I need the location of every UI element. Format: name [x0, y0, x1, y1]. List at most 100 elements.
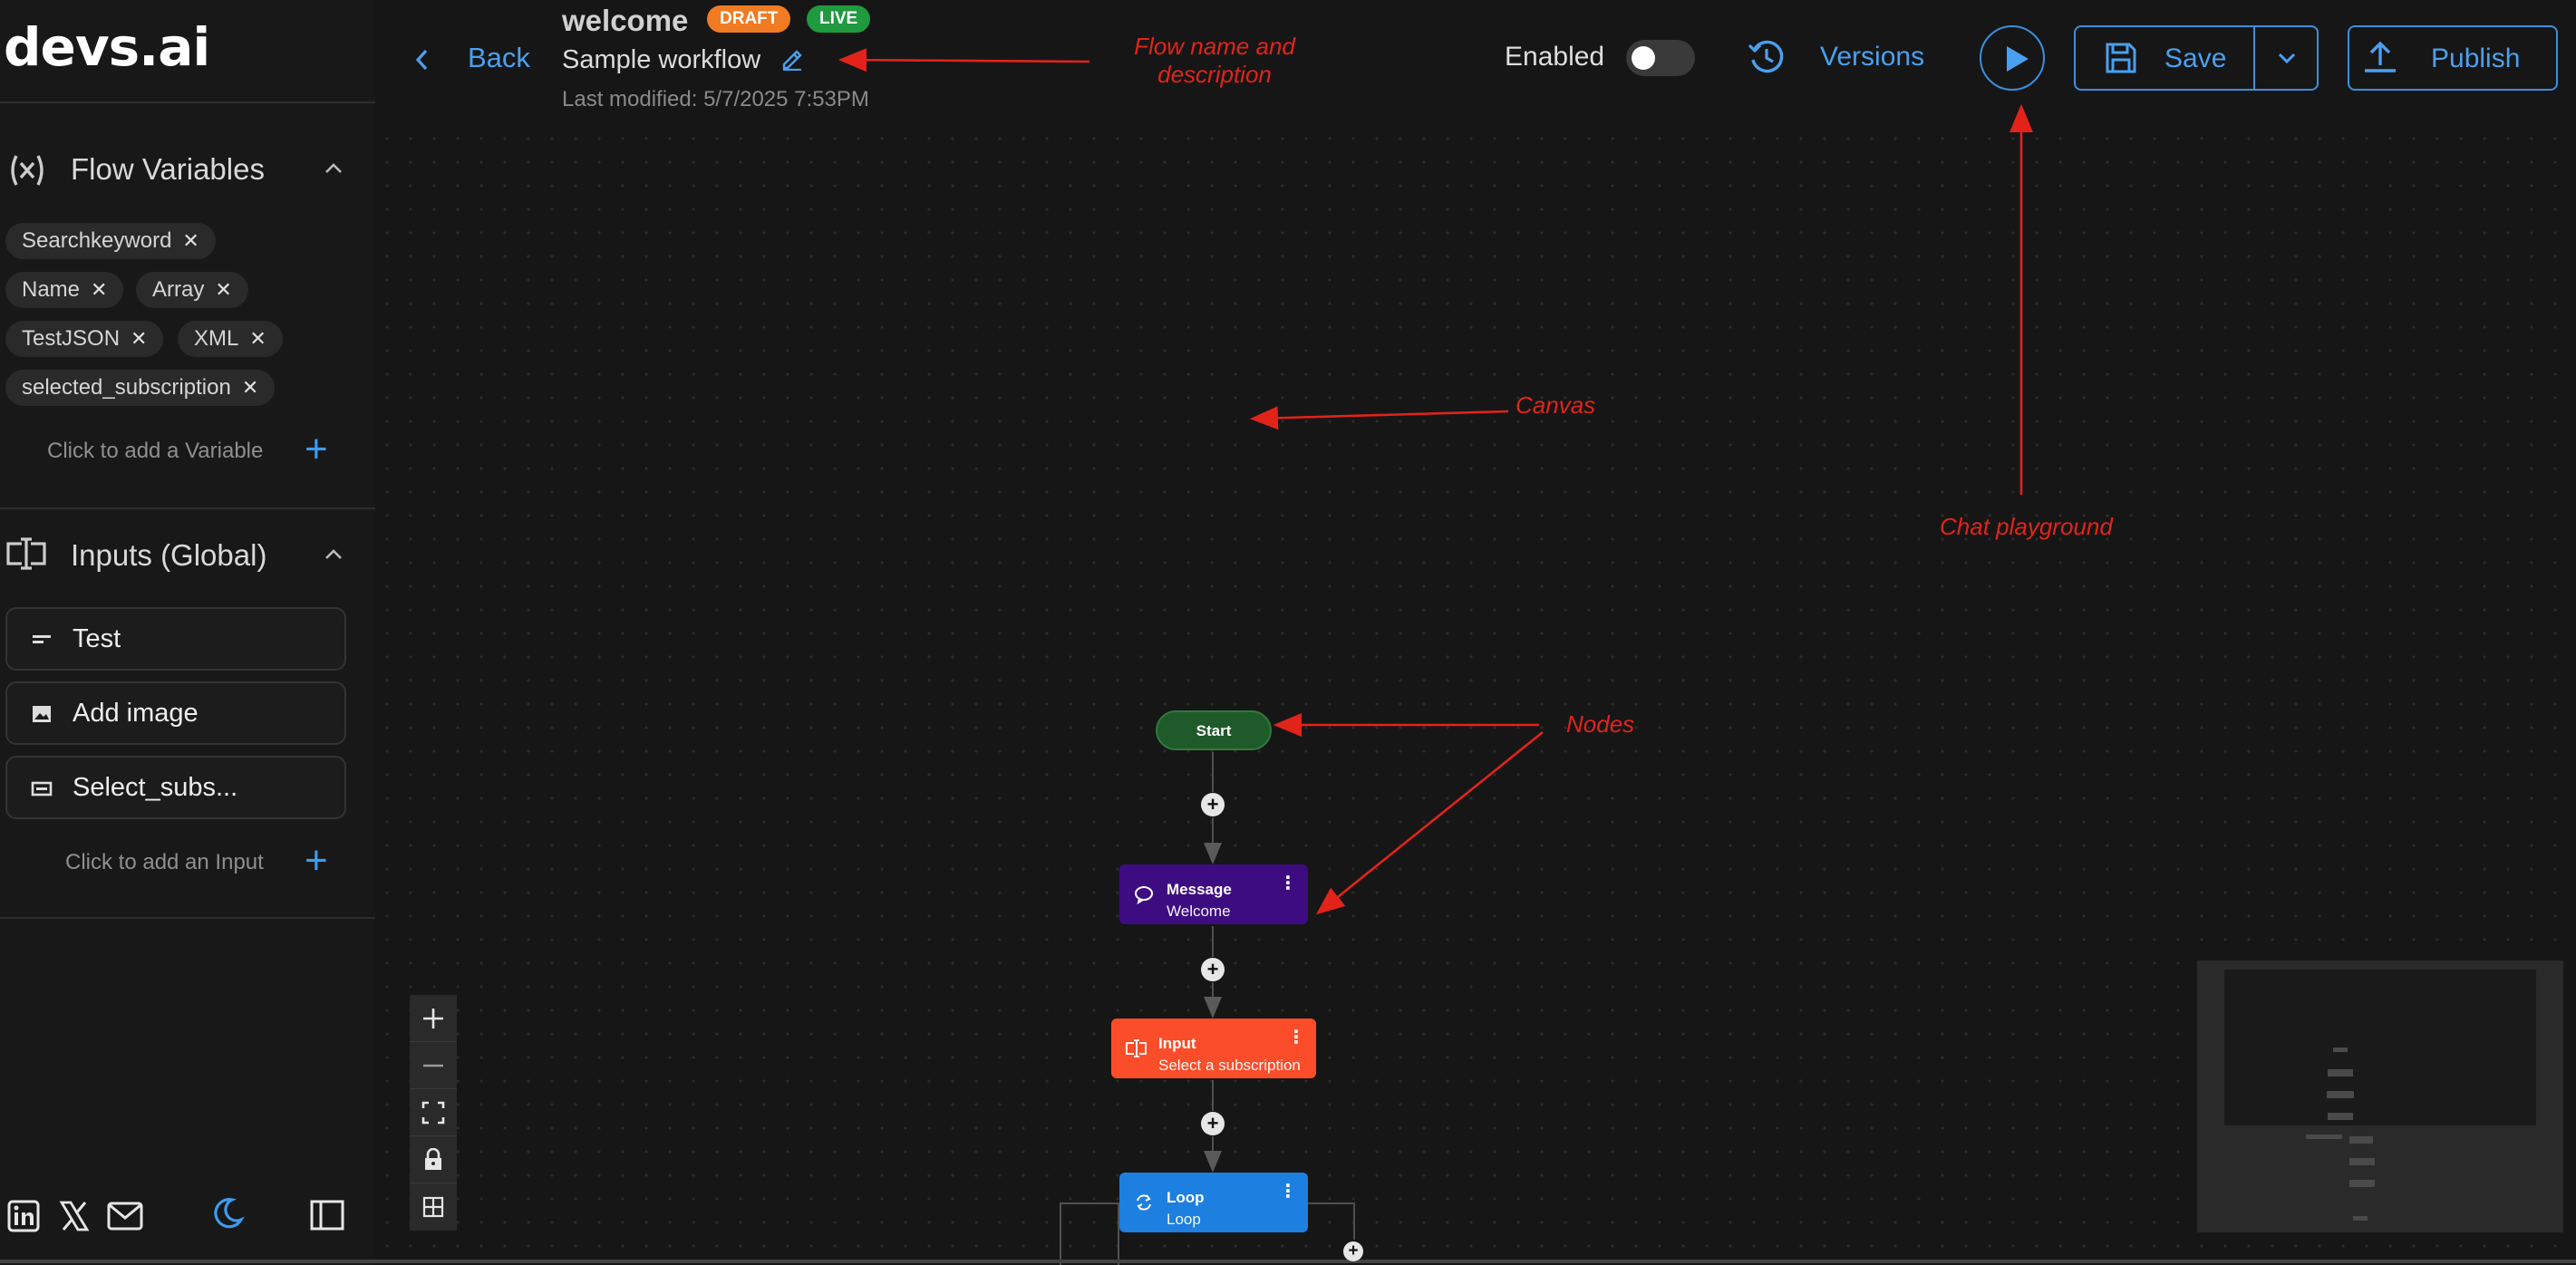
chevron-down-icon [2276, 47, 2298, 69]
zoom-in-button[interactable] [410, 995, 457, 1042]
lock-button[interactable] [410, 1136, 457, 1183]
input-item-label: Add image [73, 699, 199, 728]
minimap-node [2328, 1069, 2353, 1077]
add-node-button[interactable]: + [1201, 1112, 1225, 1135]
annotation-chat-playground: Chat playground [1940, 513, 2113, 540]
minimap-node [2349, 1136, 2373, 1144]
add-input-button[interactable]: + [305, 838, 328, 883]
live-badge: LIVE [807, 5, 871, 33]
flow-name: welcome [562, 4, 689, 37]
back-button[interactable]: Back [412, 40, 557, 80]
variable-chip[interactable]: Name✕ [5, 272, 124, 308]
moon-icon[interactable] [210, 1196, 245, 1231]
close-icon[interactable]: ✕ [241, 376, 259, 399]
edit-pencil-icon[interactable] [780, 45, 805, 71]
start-node[interactable]: Start [1156, 710, 1272, 750]
save-label: Save [2164, 43, 2227, 73]
divider [0, 917, 375, 919]
node-subtitle: Select a subscription [1158, 1057, 1301, 1074]
variable-chip[interactable]: Searchkeyword✕ [5, 223, 216, 259]
add-variable-label[interactable]: Click to add a Variable [47, 439, 264, 463]
input-field-icon [1126, 1038, 1148, 1058]
brand-logo: devs.ai [4, 16, 210, 78]
top-header: Back welcome DRAFT LIVE Sample workflow … [375, 0, 2576, 127]
more-options-icon[interactable]: ⋮ [1279, 1182, 1297, 1202]
close-icon[interactable]: ✕ [215, 278, 232, 301]
text-lines-icon [31, 629, 53, 651]
add-node-button[interactable]: + [1201, 958, 1225, 981]
save-options-dropdown[interactable] [2255, 27, 2319, 89]
back-label: Back [468, 42, 530, 73]
input-field-icon [5, 535, 47, 573]
message-node[interactable]: Message Welcome ⋮ [1119, 864, 1308, 924]
publish-button[interactable]: Publish [2348, 25, 2558, 91]
close-icon[interactable]: ✕ [91, 278, 108, 301]
publish-label: Publish [2431, 43, 2521, 73]
last-modified: Last modified: 5/7/2025 7:53PM [562, 87, 869, 111]
floppy-disk-icon [2105, 42, 2137, 74]
node-subtitle: Loop [1167, 1211, 1201, 1228]
divider [0, 507, 375, 509]
enabled-label: Enabled [1505, 42, 1605, 72]
annotation-canvas: Canvas [1516, 391, 1596, 419]
zoom-out-button[interactable] [410, 1042, 457, 1089]
add-variable-button[interactable]: + [305, 427, 328, 471]
upload-icon [2362, 40, 2398, 74]
history-icon [1746, 36, 1787, 78]
flow-description: Sample workflow [562, 45, 761, 74]
input-item-label: Test [73, 624, 121, 653]
close-icon[interactable]: ✕ [182, 229, 199, 252]
inputs-header[interactable]: Inputs (Global) [0, 529, 375, 576]
node-title: Start [1196, 722, 1232, 739]
variable-chip[interactable]: selected_subscription✕ [5, 370, 276, 406]
close-icon[interactable]: ✕ [131, 327, 148, 350]
annotation-flow-name: Flow name and description [1134, 33, 1295, 88]
more-options-icon[interactable]: ⋮ [1287, 1028, 1305, 1048]
chevron-left-icon [412, 47, 433, 72]
toggle-knob [1632, 46, 1655, 70]
input-item-add-image[interactable]: Add image [5, 681, 346, 745]
save-button[interactable]: Save [2076, 27, 2253, 89]
loop-node[interactable]: Loop Loop ⋮ [1119, 1173, 1308, 1232]
enabled-toggle[interactable] [1626, 40, 1695, 76]
mail-icon[interactable] [107, 1202, 143, 1231]
input-node[interactable]: Input Select a subscription ⋮ [1111, 1019, 1316, 1078]
variable-chip[interactable]: XML✕ [178, 321, 283, 357]
canvas-controls [410, 995, 457, 1231]
minimap-toggle-button[interactable] [410, 1183, 457, 1231]
more-options-icon[interactable]: ⋮ [1279, 874, 1297, 893]
fit-view-button[interactable] [410, 1089, 457, 1136]
versions-button[interactable]: Versions [1746, 33, 1927, 83]
minimap-node [2327, 1091, 2354, 1098]
annotation-nodes: Nodes [1566, 710, 1635, 738]
variable-icon [7, 150, 47, 190]
linkedin-icon[interactable] [7, 1200, 40, 1232]
x-icon[interactable] [58, 1200, 91, 1232]
variable-chip[interactable]: TestJSON✕ [5, 321, 164, 357]
add-input-label[interactable]: Click to add an Input [65, 850, 264, 874]
input-item-label: Select_subs... [73, 773, 238, 802]
chat-playground-button[interactable] [1980, 25, 2045, 91]
close-icon[interactable]: ✕ [249, 327, 266, 350]
node-title: Input [1158, 1035, 1196, 1052]
divider [0, 101, 375, 103]
minimap-node [2328, 1113, 2353, 1120]
loop-icon [1134, 1193, 1154, 1212]
chevron-up-icon[interactable] [323, 158, 344, 179]
inputs-title: Inputs (Global) [71, 538, 267, 572]
add-node-button[interactable]: + [1343, 1241, 1363, 1261]
chevron-up-icon[interactable] [323, 544, 344, 565]
input-item-select-subs[interactable]: Select_subs... [5, 756, 346, 819]
add-node-button[interactable]: + [1201, 793, 1225, 816]
select-icon [31, 777, 53, 799]
play-icon [2003, 43, 2032, 74]
input-item-test[interactable]: Test [5, 607, 346, 671]
minimap-node [2349, 1180, 2375, 1187]
flow-variables-header[interactable]: Flow Variables [0, 145, 375, 192]
sidebar-toggle-icon[interactable] [310, 1200, 344, 1231]
versions-label: Versions [1820, 42, 1925, 72]
minimap[interactable] [2197, 961, 2563, 1232]
minimap-viewport [2224, 970, 2536, 1125]
variable-chip[interactable]: Array✕ [136, 272, 248, 308]
